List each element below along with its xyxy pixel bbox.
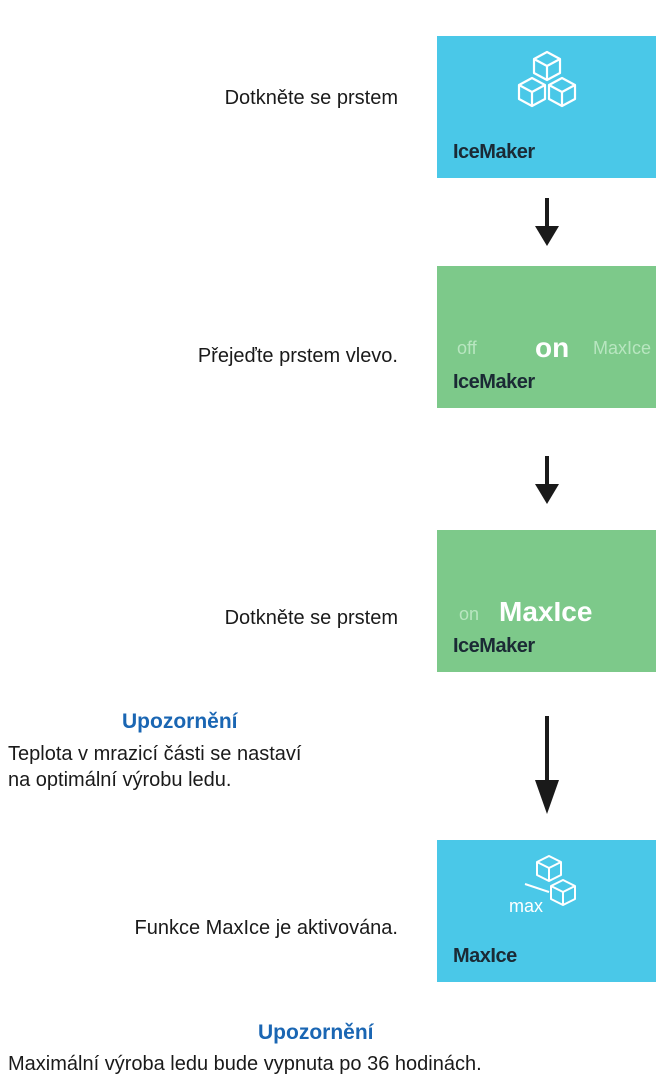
note-text-line2: na optimální výrobu ledu. [8,769,232,791]
step4-instruction: Funkce MaxIce je aktivována. [134,917,398,939]
down-arrow-icon [535,716,559,814]
option-maxice[interactable]: MaxIce [499,596,593,627]
step1-instruction: Dotkněte se prstem [224,87,398,109]
icemaker-switch-tile[interactable]: off on MaxIce IceMaker [437,266,656,408]
tile-label: IceMaker [453,371,535,393]
svg-text:max: max [509,896,543,916]
option-on[interactable]: on [459,604,480,624]
icemaker-tile[interactable]: IceMaker [437,36,656,178]
note-title: Upozornění [258,1021,374,1044]
max-ice-icon: max [509,855,576,916]
option-off[interactable]: off [457,338,477,358]
maxice-tile[interactable]: max MaxIce [437,840,656,982]
down-arrow-icon [535,198,559,246]
option-maxice[interactable]: MaxIce [593,338,652,358]
tile-label: IceMaker [453,635,535,657]
note-text: Maximální výroba ledu bude vypnuta po 36… [8,1053,482,1075]
ice-cubes-icon [517,50,577,108]
tile-label: IceMaker [453,141,535,163]
down-arrow-icon [535,456,559,504]
option-on[interactable]: on [535,332,570,363]
tile-label: MaxIce [453,945,517,967]
maxice-switch-tile[interactable]: on MaxIce IceMaker [437,530,656,672]
step3-instruction: Dotkněte se prstem [224,607,398,629]
step2-instruction: Přejeďte prstem vlevo. [197,345,398,367]
note-title: Upozornění [122,710,238,733]
note-text-line1: Teplota v mrazicí části se nastaví [8,743,302,765]
